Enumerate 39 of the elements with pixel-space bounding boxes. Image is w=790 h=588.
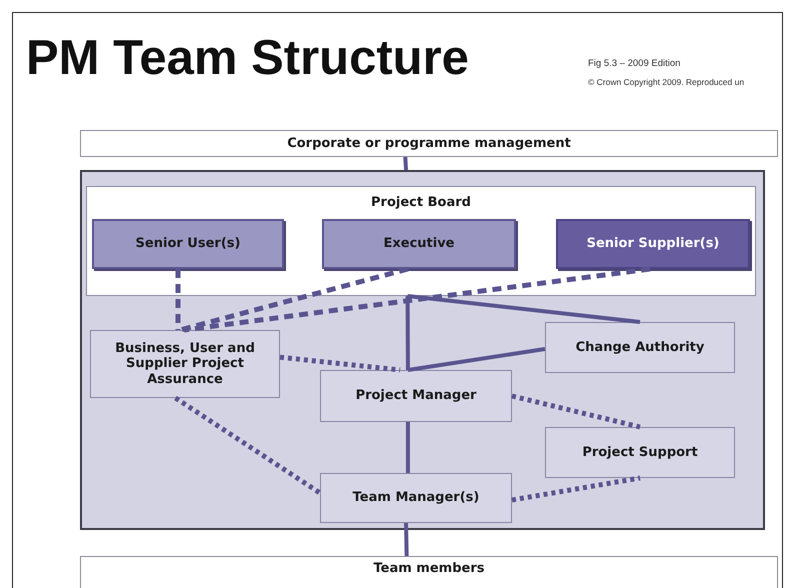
node-label: Senior User(s) xyxy=(136,236,240,252)
copyright-note: © Crown Copyright 2009. Reproduced un xyxy=(588,77,744,87)
dashed-line xyxy=(179,266,409,332)
management-box xyxy=(80,130,778,157)
role-box xyxy=(320,370,512,422)
role-box xyxy=(320,473,512,523)
connector-line xyxy=(407,294,640,324)
dotted-line xyxy=(280,354,400,372)
connector-line xyxy=(406,422,410,473)
panel-heading: Project Board xyxy=(370,195,472,211)
role-box xyxy=(322,219,516,269)
node-label: Project Manager xyxy=(356,388,476,404)
connector-line xyxy=(403,156,408,170)
figure-reference: Fig 5.3 – 2009 Edition xyxy=(588,58,680,69)
dashed-line xyxy=(175,269,181,330)
connector-line xyxy=(408,347,546,372)
connector-line xyxy=(406,296,410,370)
dotted-line xyxy=(511,394,641,430)
node-label: Business, User and Supplier Project Assurance xyxy=(114,340,256,388)
node-label: Senior Supplier(s) xyxy=(586,236,720,252)
node-label: Change Authority xyxy=(576,340,704,356)
node-label: Project Support xyxy=(582,444,698,460)
node-label: Executive xyxy=(383,236,454,252)
role-box xyxy=(92,219,284,269)
role-box xyxy=(545,322,735,373)
role-box xyxy=(90,330,280,398)
team-panel xyxy=(80,170,765,530)
dotted-line xyxy=(174,396,322,496)
dashed-line xyxy=(184,266,650,332)
role-box xyxy=(556,219,750,269)
dotted-line xyxy=(512,476,640,502)
team-members-box xyxy=(80,556,778,588)
node-label: Corporate or programme management xyxy=(287,136,571,152)
connector-line xyxy=(404,522,409,556)
node-label: Team Manager(s) xyxy=(352,490,480,506)
node-label: Team members xyxy=(374,561,484,577)
project-board-panel xyxy=(86,186,756,296)
role-box xyxy=(545,427,735,478)
diagram-title: PM Team Structure xyxy=(26,30,469,86)
